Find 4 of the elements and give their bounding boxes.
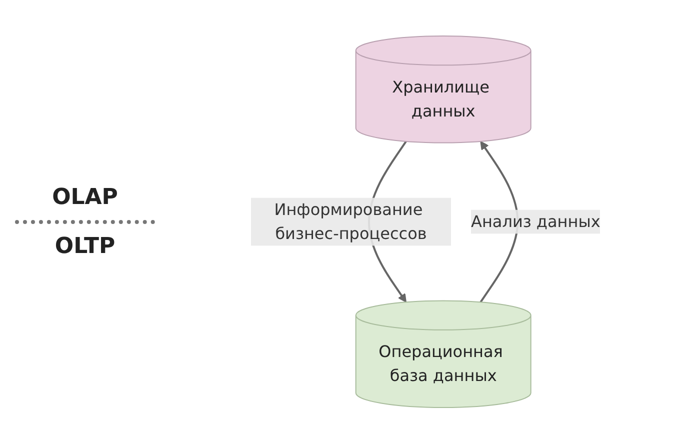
section-label: OLTP [54, 234, 116, 258]
edge-label: Информирование бизнес-процессов [274, 200, 427, 242]
section-label: OLAP [52, 184, 118, 210]
edge-label: Анализ данных [470, 212, 600, 230]
